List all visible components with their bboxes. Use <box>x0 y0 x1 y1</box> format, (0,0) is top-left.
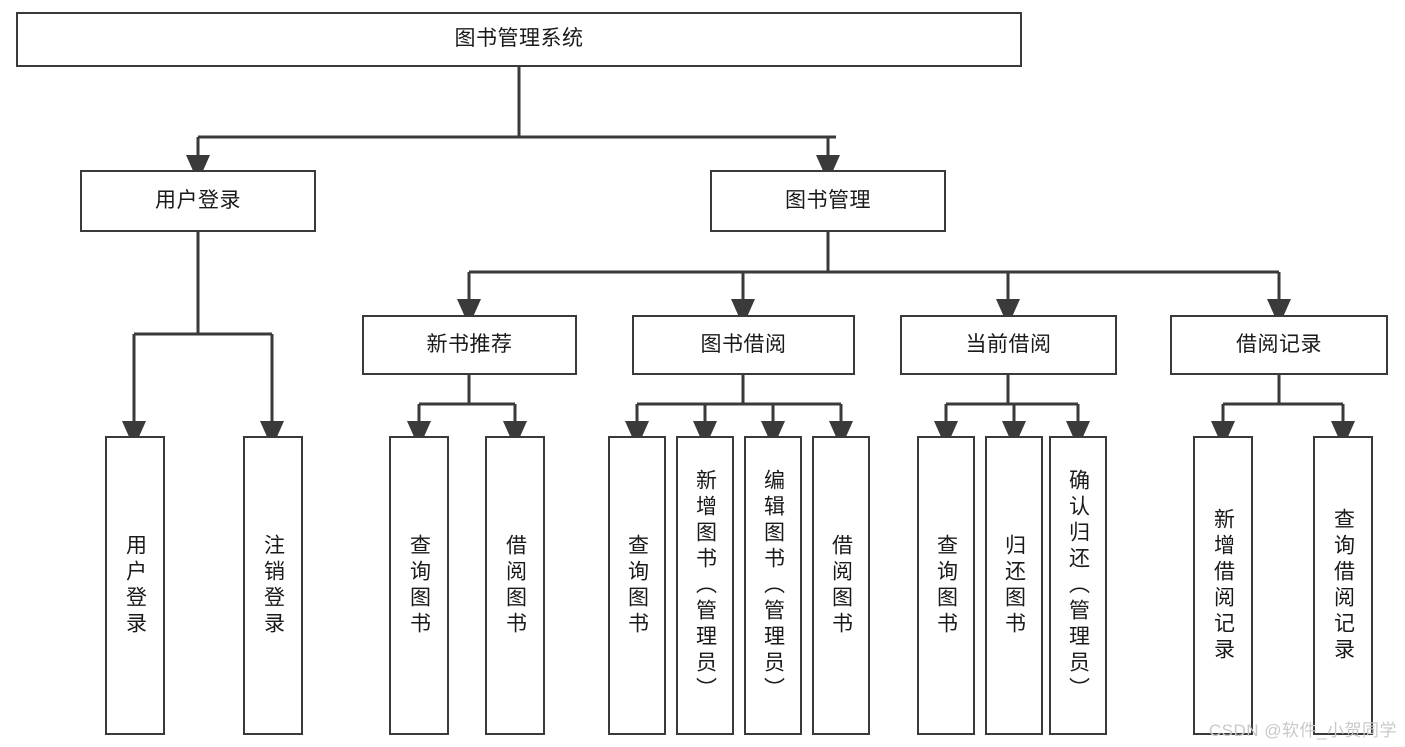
node-user-login-label: 用户登录 <box>155 188 241 212</box>
node-leaf-borrow-book-2-label: 借阅图书 <box>829 533 853 638</box>
node-new-book-recommend-label: 新书推荐 <box>426 332 513 356</box>
node-current-borrow-label: 当前借阅 <box>965 332 1052 356</box>
node-borrow-record-label: 借阅记录 <box>1236 332 1322 356</box>
node-leaf-return-book[interactable]: 归还图书 <box>985 436 1043 735</box>
node-leaf-query-book-1[interactable]: 查询图书 <box>389 436 449 735</box>
node-leaf-user-logout-label: 注销登录 <box>261 533 285 638</box>
node-book-borrow[interactable]: 图书借阅 <box>632 315 855 375</box>
node-current-borrow[interactable]: 当前借阅 <box>900 315 1117 375</box>
node-root-label: 图书管理系统 <box>454 27 584 51</box>
node-leaf-query-book-2-label: 查询图书 <box>625 533 649 638</box>
node-leaf-query-book-3[interactable]: 查询图书 <box>917 436 975 735</box>
node-leaf-borrow-book-1-label: 借阅图书 <box>503 533 527 638</box>
node-leaf-add-borrow-record[interactable]: 新增借阅记录 <box>1193 436 1253 735</box>
node-new-book-recommend[interactable]: 新书推荐 <box>362 315 577 375</box>
node-leaf-add-book-admin[interactable]: 新增图书（管理员） <box>676 436 734 735</box>
node-user-login[interactable]: 用户登录 <box>80 170 316 232</box>
connector-group-book-borrow <box>625 375 853 448</box>
node-leaf-query-borrow-record[interactable]: 查询借阅记录 <box>1313 436 1373 735</box>
node-leaf-add-borrow-record-label: 新增借阅记录 <box>1211 507 1235 664</box>
node-leaf-confirm-return-admin[interactable]: 确认归还（管理员） <box>1049 436 1107 735</box>
connector-group-book-manage <box>457 232 1291 326</box>
node-leaf-add-book-admin-label: 新增图书（管理员） <box>693 468 717 703</box>
node-leaf-confirm-return-admin-label: 确认归还（管理员） <box>1066 468 1090 703</box>
node-leaf-edit-book-admin[interactable]: 编辑图书（管理员） <box>744 436 802 735</box>
connector-group-borrow-record <box>1211 375 1355 448</box>
node-leaf-return-book-label: 归还图书 <box>1002 533 1026 638</box>
node-leaf-edit-book-admin-label: 编辑图书（管理员） <box>761 468 785 703</box>
node-leaf-user-login-label: 用户登录 <box>123 533 147 638</box>
node-leaf-query-book-3-label: 查询图书 <box>934 533 958 638</box>
connector-group-root <box>186 67 840 182</box>
node-leaf-user-login[interactable]: 用户登录 <box>105 436 165 735</box>
node-leaf-borrow-book-1[interactable]: 借阅图书 <box>485 436 545 735</box>
node-book-manage[interactable]: 图书管理 <box>710 170 946 232</box>
connector-group-current-borrow <box>934 375 1090 448</box>
node-book-manage-label: 图书管理 <box>785 188 871 212</box>
node-leaf-query-book-1-label: 查询图书 <box>407 533 431 638</box>
node-leaf-borrow-book-2[interactable]: 借阅图书 <box>812 436 870 735</box>
node-root[interactable]: 图书管理系统 <box>16 12 1022 67</box>
node-borrow-record[interactable]: 借阅记录 <box>1170 315 1388 375</box>
node-leaf-query-book-2[interactable]: 查询图书 <box>608 436 666 735</box>
node-book-borrow-label: 图书借阅 <box>700 332 787 356</box>
node-leaf-user-logout[interactable]: 注销登录 <box>243 436 303 735</box>
node-leaf-query-borrow-record-label: 查询借阅记录 <box>1331 507 1355 664</box>
connector-group-new-book-recommend <box>407 375 527 448</box>
connector-group-user-login <box>122 232 284 448</box>
